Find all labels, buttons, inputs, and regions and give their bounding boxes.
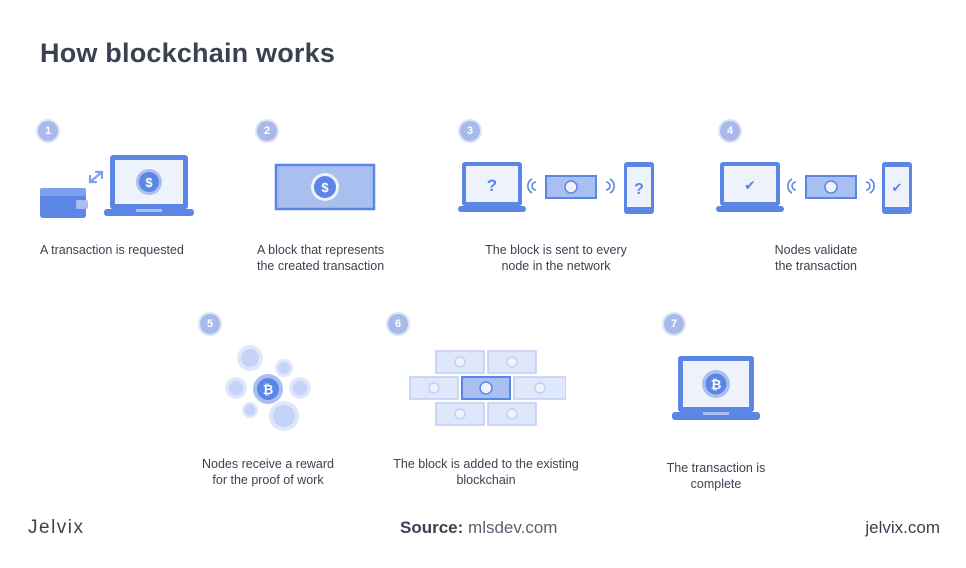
coin-icon xyxy=(275,359,293,377)
step-7-caption: The transaction is complete xyxy=(616,460,816,492)
signal-icon xyxy=(865,178,875,194)
step-6-caption-line1: The block is added to the existing xyxy=(393,457,579,471)
step-4-caption-line2: the transaction xyxy=(775,259,857,273)
step-2-caption-line1: A block that represents xyxy=(257,243,385,257)
step-3-caption-line1: The block is sent to every xyxy=(485,243,627,257)
step-3-badge: 3 xyxy=(460,121,480,141)
signal-icon xyxy=(605,178,615,194)
step-4-badge: 4 xyxy=(720,121,740,141)
reward-coins-illustration: ₿ xyxy=(225,345,311,431)
source-value: mlsdev.com xyxy=(468,518,558,537)
wallet-laptop-illustration: $ xyxy=(40,155,194,218)
step-1-badge: 1 xyxy=(38,121,58,141)
source-credit: Source: mlsdev.com xyxy=(400,518,557,538)
phone-icon xyxy=(624,162,654,214)
page-title: How blockchain works xyxy=(40,38,336,68)
coin-icon xyxy=(289,377,311,399)
jelvix-logo: Jelvix xyxy=(28,517,85,538)
coin-icon xyxy=(237,345,263,371)
coin-icon xyxy=(242,402,258,418)
bitcoin-coin-icon xyxy=(253,374,283,404)
laptop-bitcoin-illustration: ₿ xyxy=(672,356,760,420)
block-illustration: $ xyxy=(274,163,376,211)
step-1-caption: A transaction is requested xyxy=(40,242,230,258)
step-5-caption-line2: for the proof of work xyxy=(212,473,324,487)
signal-icon xyxy=(787,178,797,194)
step-1-caption-line1: A transaction is requested xyxy=(40,243,184,257)
check-glyph: ✔ xyxy=(744,178,756,194)
step-7-caption-line1: The transaction is xyxy=(666,461,766,475)
bitcoin-glyph: ₿ xyxy=(263,383,274,398)
step-7-caption-line2: complete xyxy=(690,477,742,491)
step-6-caption-line2: blockchain xyxy=(456,473,516,487)
step-4-caption-line1: Nodes validate xyxy=(774,243,858,257)
step-5-caption: Nodes receive a reward for the proof of … xyxy=(168,456,368,488)
block-icon xyxy=(545,175,597,199)
laptop-icon xyxy=(104,155,194,216)
blockchain-grid-illustration xyxy=(409,350,566,426)
signal-icon xyxy=(527,178,537,194)
question-glyph: ? xyxy=(634,181,644,198)
validate-illustration: ✔ ✔ xyxy=(716,162,912,214)
source-label: Source: xyxy=(400,518,464,537)
step-2-caption-line2: the created transaction xyxy=(257,259,385,273)
step-6-caption: The block is added to the existing block… xyxy=(370,456,602,488)
laptop-icon xyxy=(716,162,784,212)
site-url[interactable]: jelvix.com xyxy=(865,518,940,537)
step-5-caption-line1: Nodes receive a reward xyxy=(201,457,334,471)
exchange-arrows-icon xyxy=(88,170,104,184)
question-glyph: ? xyxy=(487,176,497,195)
bitcoin-glyph: ₿ xyxy=(711,378,722,393)
step-3-caption: The block is sent to every node in the n… xyxy=(456,242,656,274)
broadcast-illustration: ? ? xyxy=(458,162,654,214)
coin-icon xyxy=(269,401,299,431)
wallet-icon xyxy=(40,188,88,218)
coin-icon xyxy=(225,377,247,399)
block-icon xyxy=(805,175,857,199)
phone-icon xyxy=(882,162,912,214)
step-3-caption-line2: node in the network xyxy=(501,259,611,273)
laptop-icon xyxy=(458,162,526,212)
step-6-badge: 6 xyxy=(388,314,408,334)
dollar-glyph: $ xyxy=(145,175,153,190)
dollar-glyph: $ xyxy=(321,180,329,195)
check-glyph: ✔ xyxy=(892,181,903,196)
step-7-badge: 7 xyxy=(664,314,684,334)
step-4-caption: Nodes validate the transaction xyxy=(716,242,916,274)
step-2-badge: 2 xyxy=(257,121,277,141)
step-2-caption: A block that represents the created tran… xyxy=(257,242,447,274)
step-5-badge: 5 xyxy=(200,314,220,334)
